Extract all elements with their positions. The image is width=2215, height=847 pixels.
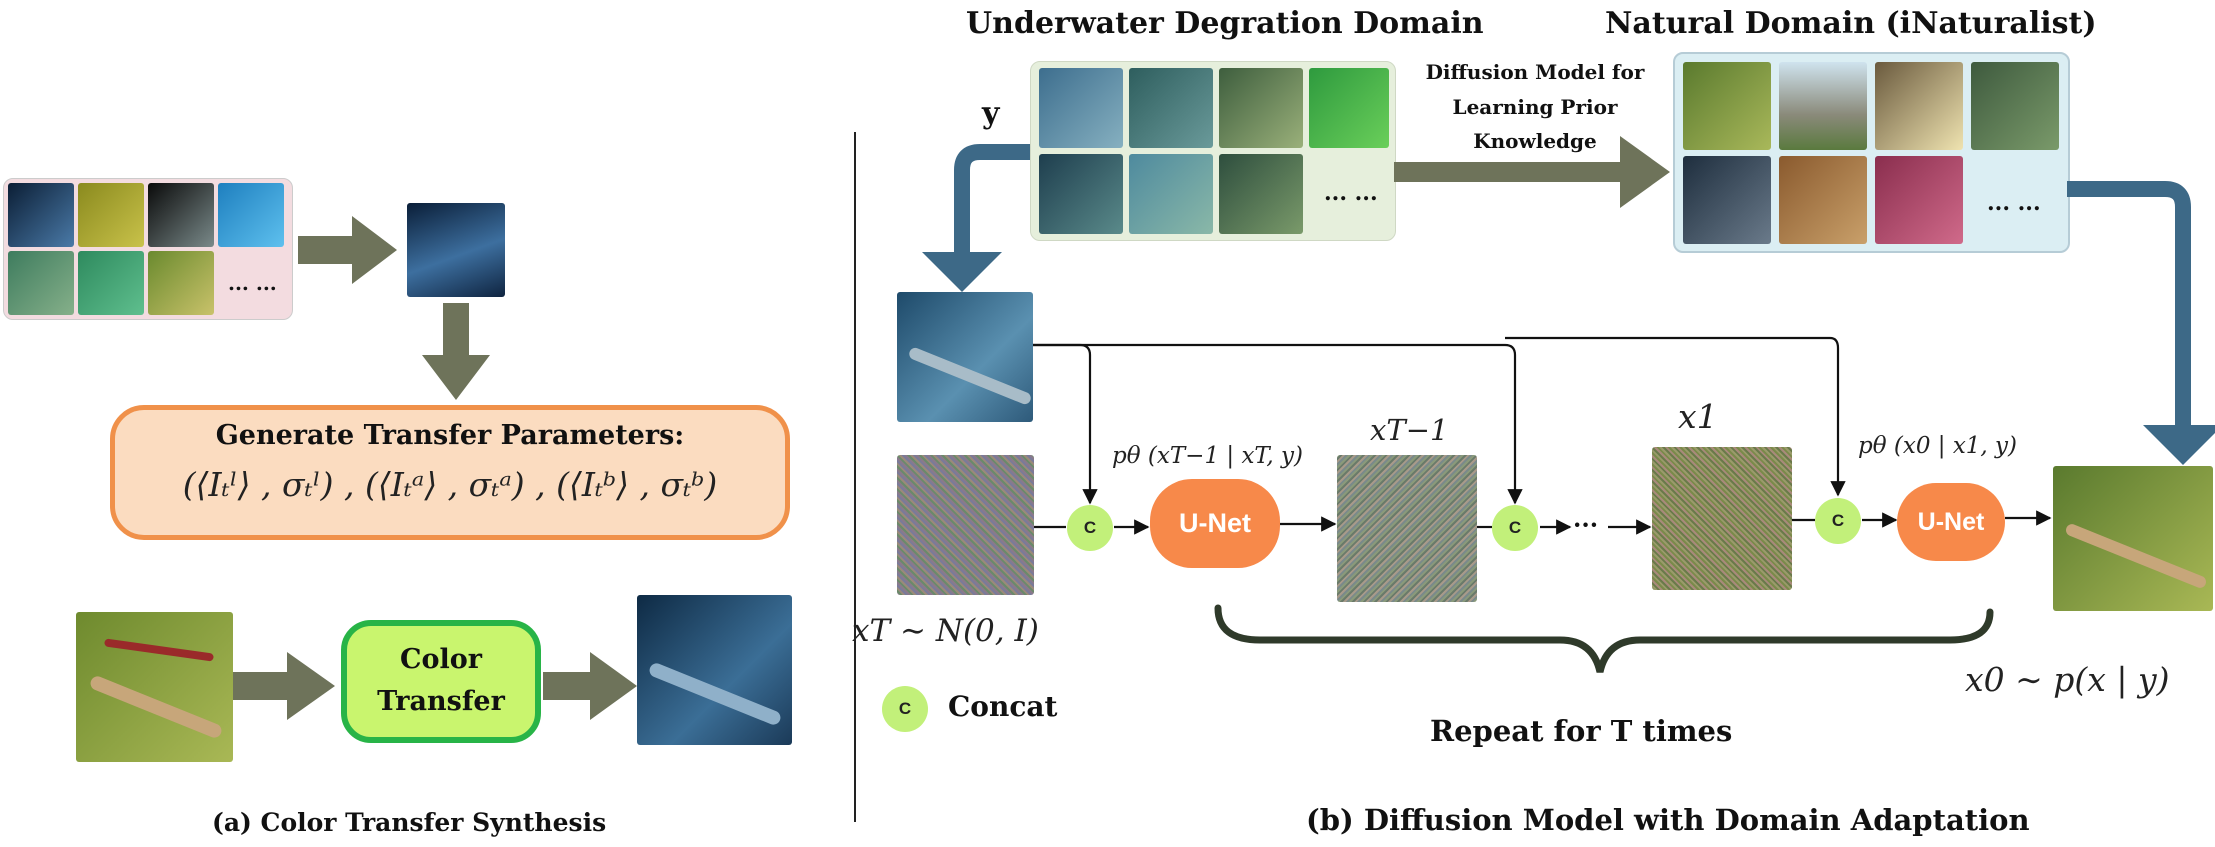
grid-thumb: [148, 183, 214, 247]
arrow-input-to-colortransfer: [232, 652, 335, 720]
concat-node-2: C: [1492, 505, 1538, 551]
natural-domain-title: Natural Domain (iNaturalist): [1605, 6, 2097, 41]
grid-thumb: [78, 183, 144, 247]
arrow-colortransfer-to-output: [543, 652, 637, 720]
repeat-label: Repeat for T times: [1430, 714, 1733, 748]
natural-ellipsis: ... ...: [1987, 190, 2041, 216]
generate-transfer-parameters-box: Generate Transfer Parameters: (⟨Iₜˡ⟩ , σ…: [110, 405, 790, 540]
arrow-y-to-condition: [954, 144, 1030, 252]
underwater-domain-grid: ... ...: [1030, 61, 1396, 241]
intermediate-image-xT-1: [1337, 455, 1477, 602]
input-natural-image: [76, 612, 233, 762]
condition-image-y: [897, 292, 1033, 422]
cond-line-2: [1033, 343, 1523, 505]
intermediate-image-x1: [1652, 447, 1792, 590]
natural-thumb: [1683, 62, 1771, 150]
concat-node-1: C: [1067, 505, 1113, 551]
underwater-thumb: [1129, 68, 1213, 148]
cond-line-3: [1505, 336, 1846, 497]
x0-distribution-label: x0 ∼ p(x | y): [1965, 660, 2170, 699]
repeat-brace: [1214, 604, 1994, 673]
flow-dots: ···: [1573, 510, 1599, 539]
p-theta-label-1: pθ (xT−1 | xT, y): [1112, 443, 1303, 469]
diffusion-model-line1: Diffusion Model for: [1425, 60, 1645, 84]
p-theta-label-2: pθ (x0 | x1, y): [1858, 433, 2018, 459]
caption-a: (a) Color Transfer Synthesis: [212, 808, 607, 837]
unet-block-2: U-Net: [1897, 483, 2005, 561]
grid-thumb: [78, 251, 144, 315]
underwater-domain-title: Underwater Degration Domain: [966, 6, 1484, 41]
grid-thumb: [148, 251, 214, 315]
xT-1-label: xT−1: [1370, 413, 1449, 447]
color-transfer-line1: Color: [400, 644, 482, 675]
grid-thumb: [8, 183, 74, 247]
underwater-thumb: [1039, 154, 1123, 234]
color-transfer-box: Color Transfer: [341, 620, 541, 743]
arrow-underwater-to-natural: [1394, 136, 1670, 208]
output-image-x0: [2053, 466, 2213, 611]
grid-ellipsis: ... ...: [228, 271, 277, 295]
arrow-image-to-params: [422, 303, 490, 400]
underwater-thumb: [1309, 68, 1389, 148]
concat-node-3: C: [1815, 498, 1861, 544]
gen-params-formula: (⟨Iₜˡ⟩ , σₜˡ) , (⟨Iₜᵃ⟩ , σₜᵃ) , (⟨Iₜᵇ⟩ ,…: [182, 465, 718, 504]
panel-divider: [854, 132, 856, 822]
gen-params-title: Generate Transfer Parameters:: [215, 420, 685, 451]
caption-b: (b) Diffusion Model with Domain Adaptati…: [1306, 803, 2030, 837]
concat-legend-icon: C: [882, 686, 928, 732]
output-underwater-image: [637, 595, 792, 745]
arrow-grid-to-image: [298, 216, 397, 284]
natural-thumb: [1683, 156, 1771, 244]
natural-thumb: [1971, 62, 2059, 150]
xT-distribution-label: xT ∼ N(0, I): [852, 613, 1039, 649]
underwater-thumb: [1219, 68, 1303, 148]
selected-underwater-image: [407, 203, 505, 297]
color-transfer-line2: Transfer: [377, 686, 505, 717]
natural-domain-grid: ... ...: [1673, 52, 2070, 253]
y-label: y: [982, 96, 1000, 131]
natural-thumb: [1779, 62, 1867, 150]
x1-label: x1: [1678, 397, 1718, 436]
natural-thumb: [1875, 62, 1963, 150]
underwater-thumb: [1039, 68, 1123, 148]
underwater-thumb: [1219, 154, 1303, 234]
natural-thumb: [1779, 156, 1867, 244]
underwater-thumb: [1129, 154, 1213, 234]
concat-legend-label: Concat: [948, 690, 1058, 723]
cond-line-1: [1033, 343, 1098, 505]
diffusion-model-line2: Learning Prior: [1452, 95, 1618, 119]
grid-thumb: [218, 183, 284, 247]
panel-a-arrows: [232, 216, 637, 720]
underwater-ellipsis: ... ...: [1324, 180, 1378, 206]
unet-block-1: U-Net: [1150, 479, 1280, 568]
diffusion-model-line3: Knowledge: [1473, 129, 1597, 153]
noise-image-xT: [897, 455, 1034, 595]
natural-thumb: [1875, 156, 1963, 244]
grid-thumb: [8, 251, 74, 315]
underwater-sample-grid: ... ...: [3, 178, 293, 320]
arrow-natural-to-output: [2067, 181, 2191, 425]
